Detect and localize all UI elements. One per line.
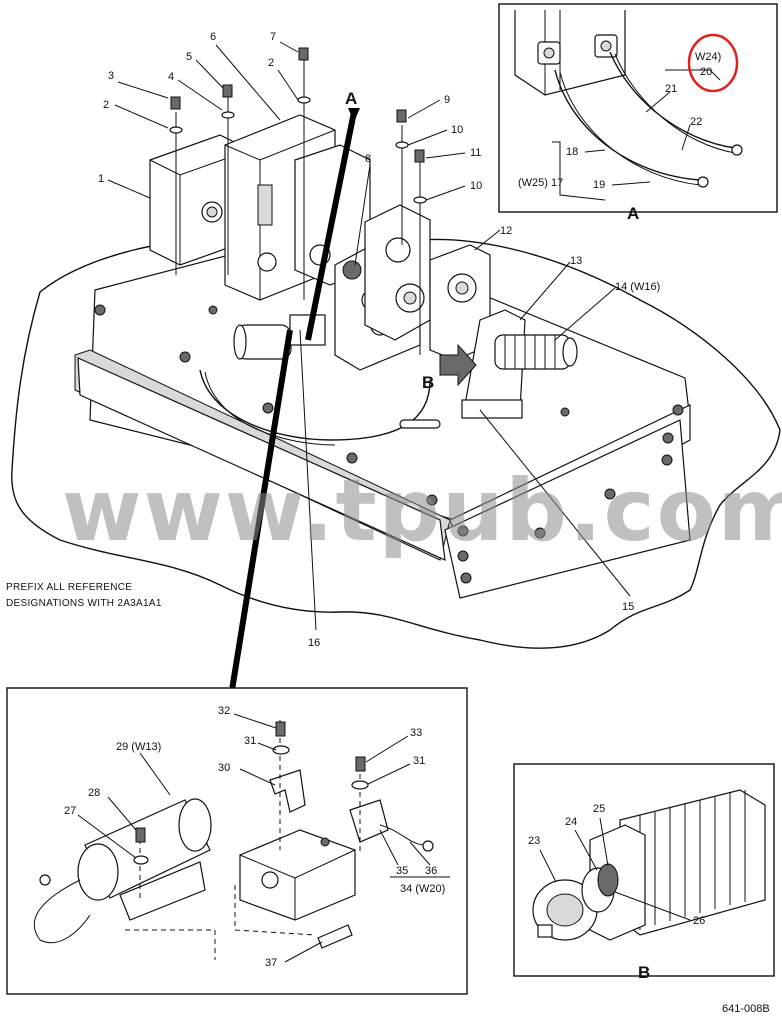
view-b-callout-25: 25 [593,803,605,815]
view-b-arrow [439,343,477,387]
callout-2-right: 2 [268,57,274,69]
unit-6-connector [257,252,277,272]
pointer-to-view-a [305,111,357,341]
main-marker-b: B [422,373,434,392]
callout-16: 16 [308,637,320,649]
callout-5: 5 [186,51,192,63]
detail-callout-33: 33 [410,727,422,739]
callout-7: 7 [270,31,276,43]
slot [399,419,441,429]
view-b-letter: B [638,963,650,982]
detail-callout-29: 29 (W13) [116,741,161,753]
detail-callout-27: 27 [64,805,76,817]
detail-pin-37 [317,924,353,949]
detail-callouts: 29 (W13) 28 27 30 31 32 33 31 35 36 34 (… [64,705,445,969]
callout-4: 4 [168,71,174,83]
prefix-note-line-2: DESIGNATIONS WITH 2A3A1A1 [6,598,162,609]
callout-11: 11 [470,147,481,159]
main-callouts: 3 2 4 5 6 7 2 1 8 9 10 11 10 12 13 14 (W… [98,31,660,649]
view-b-callout-26: 26 [693,915,705,927]
detail-hardware [133,721,369,865]
detail-callout-31-left: 31 [244,735,256,747]
view-a-callout-19: 19 [593,179,605,191]
detail-callout-36: 36 [425,865,437,877]
detail-callout-37: 37 [265,957,277,969]
callout-15: 15 [622,601,634,613]
view-a-letter: A [627,204,639,223]
detail-callout-34: 34 (W20) [400,883,445,895]
view-b-callout-23: 23 [528,835,540,847]
prefix-note-line-1: PREFIX ALL REFERENCE [6,582,132,593]
callout-9: 9 [444,94,450,106]
main-leader-lines [107,41,631,631]
callout-12: 12 [500,225,512,237]
view-a-callout-w25: (W25) 17 [518,177,563,189]
pointer-head-a [348,108,360,122]
detail-bracket-30 [269,769,306,813]
view-b-rotor-23 [532,879,598,941]
gear-1 [342,260,362,280]
pointer-to-detail [229,329,293,691]
callout-1: 1 [98,173,104,185]
detail-view-frame [6,687,468,995]
view-a-cable-17 [554,69,701,181]
main-marker-a: A [345,89,357,108]
side-rail [444,419,691,599]
spring-coil-14 [494,334,578,370]
detail-leader-lines [77,713,450,963]
callout-14: 14 (W16) [615,281,660,293]
view-a-callout-21: 21 [665,83,677,95]
view-a-callout-18: 18 [566,146,578,158]
watermark-text: www.tpub.com [62,461,782,561]
callout-13: 13 [570,255,582,267]
view-b-ring-25 [597,863,619,897]
detail-motor-29 [77,798,212,921]
detail-motor-lead [33,879,91,944]
hardware-items [169,47,427,204]
figure-code: 641-008B [722,1003,770,1015]
view-a-callout-20: 20 [700,66,712,78]
callout-10-lower: 10 [470,180,482,192]
detail-callout-30: 30 [218,762,230,774]
view-a-callout-22: 22 [690,116,702,128]
view-b-panel: 23 24 25 26 B [513,763,775,982]
callout-10-upper: 10 [451,124,463,136]
main-assembly-view: B [6,31,781,691]
support-foot-15 [461,399,523,419]
callout-8: 8 [365,153,371,165]
view-a-callout-w24: W24) [695,51,721,63]
view-a-panel: W24) 20 21 22 18 (W25) 17 19 A [498,3,778,223]
callout-6: 6 [210,31,216,43]
front-rail [77,357,446,561]
detail-view-panel: 29 (W13) 28 27 30 31 32 33 31 35 36 34 (… [6,687,468,995]
detail-mount-block [239,829,356,921]
detail-callout-28: 28 [88,787,100,799]
base-screws [94,304,684,584]
view-b-callout-24: 24 [565,816,577,828]
view-a-connectors [537,34,618,65]
detail-callout-31-right: 31 [413,755,425,767]
callout-3: 3 [108,70,114,82]
detail-callout-32: 32 [218,705,230,717]
highlight-circle [687,33,739,93]
callout-2-left: 2 [103,99,109,111]
detail-dashed-lines [125,720,361,960]
detail-callout-35: 35 [396,865,408,877]
